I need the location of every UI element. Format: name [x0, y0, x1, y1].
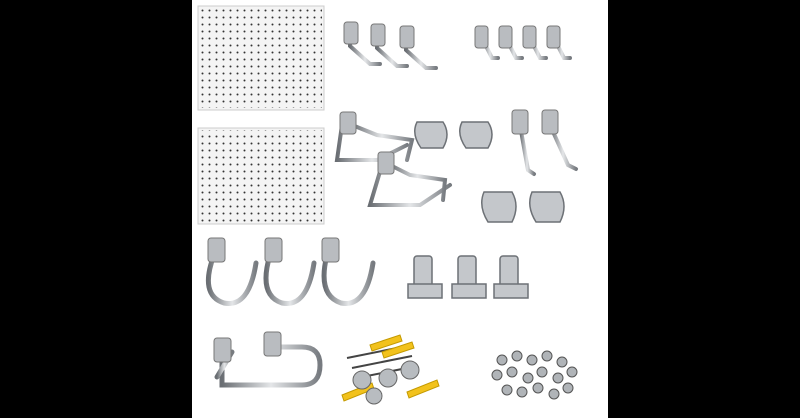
wall-anchor-set	[341, 334, 440, 405]
straight-hooks	[511, 109, 578, 176]
product-image	[192, 0, 608, 418]
pegboard-kit-illustration	[197, 5, 578, 405]
short-hooks	[474, 25, 572, 60]
j-hooks	[205, 237, 376, 306]
pegboard-bottom	[197, 127, 325, 225]
double-rod-hooks	[334, 111, 452, 207]
pegboard-top	[197, 5, 325, 111]
tool-holder-clips	[407, 255, 529, 299]
single-rod-hooks	[343, 21, 438, 70]
screw-set	[491, 350, 578, 400]
u-hooks	[213, 331, 323, 388]
spring-clips	[414, 121, 565, 223]
